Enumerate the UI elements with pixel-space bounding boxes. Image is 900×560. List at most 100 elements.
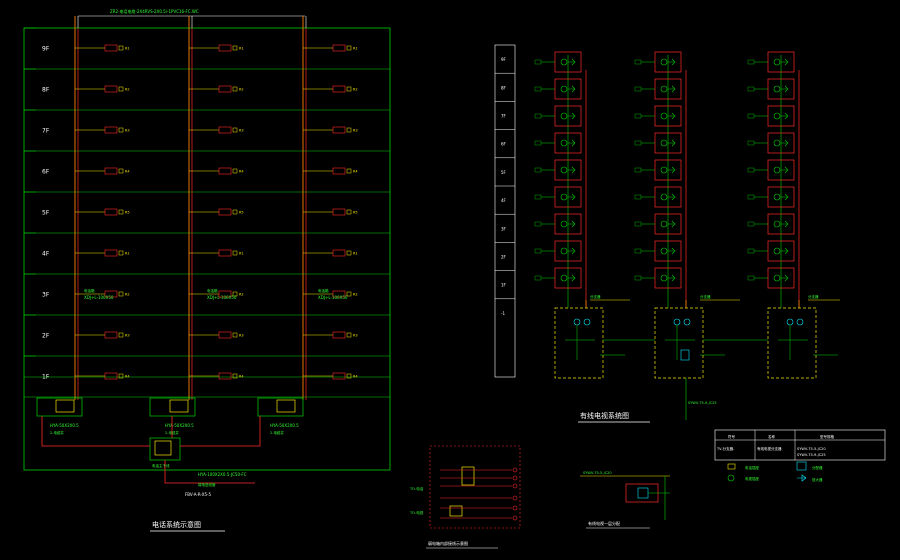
legend-cell-2: 有线电视分支器 bbox=[757, 446, 782, 451]
phone-outlet-icon bbox=[104, 249, 118, 257]
legend-cell-4: SYWV-75-9-JC25 bbox=[797, 453, 826, 457]
outlet-code: R3 bbox=[353, 334, 358, 338]
right-title: 有线电视系统图 bbox=[580, 411, 629, 420]
phone-outlet-icon bbox=[332, 249, 346, 257]
outlet-code: R4 bbox=[239, 375, 244, 379]
phone-outlet-icon bbox=[332, 85, 346, 93]
entry-label-2: HYA-100X2X0.5-JC50-FC bbox=[198, 472, 247, 477]
outlet-code: R3 bbox=[239, 334, 244, 338]
outlet-code: R2 bbox=[353, 293, 358, 297]
outlet-code: R4 bbox=[239, 170, 244, 174]
amplifier-icon bbox=[797, 474, 807, 482]
tv-outlet-icon bbox=[560, 139, 568, 147]
tv-outlet-icon bbox=[560, 166, 568, 174]
outlet-code: R5 bbox=[125, 211, 130, 215]
outlet-code: R1 bbox=[353, 47, 358, 51]
phone-outlet-icon bbox=[218, 372, 232, 380]
legend-item-4: 放大器 bbox=[812, 477, 823, 482]
box-label-top-1: 电话箱 bbox=[84, 288, 95, 293]
tv-outlet-icon bbox=[560, 85, 568, 93]
tv-outlet-icon bbox=[560, 247, 568, 255]
wiring-label-1: TO-电话 bbox=[409, 486, 424, 491]
outlet-code: R3 bbox=[353, 129, 358, 133]
phone-outlet-icon bbox=[104, 208, 118, 216]
phone-outlet-icon bbox=[332, 372, 346, 380]
tv-outlet-icon bbox=[660, 166, 668, 174]
outlet-code: R5 bbox=[353, 211, 358, 215]
tv-outlet-icon bbox=[773, 112, 781, 120]
tv-outlet-icon bbox=[560, 274, 568, 282]
amp-label-1: 分支器 bbox=[590, 294, 601, 299]
tv-outlet-icon bbox=[660, 247, 668, 255]
legend-cell-1: TV-分支器- bbox=[716, 446, 735, 451]
outlet-code: R3 bbox=[125, 129, 130, 133]
amp-label-3: 分支器 bbox=[808, 294, 819, 299]
floor-label-right: 4F bbox=[501, 198, 507, 203]
phone-outlet-icon bbox=[332, 44, 346, 52]
left-title: 电话系统示意图 bbox=[152, 520, 201, 529]
outer-frame bbox=[23, 27, 391, 471]
tv-outlet-icon bbox=[773, 139, 781, 147]
tv-outlet-icon bbox=[660, 85, 668, 93]
outlet-code: R4 bbox=[125, 170, 130, 174]
junction-boxes bbox=[36, 397, 304, 461]
floor-label-left: 6F bbox=[42, 169, 50, 176]
floor-label-left: 2F bbox=[42, 333, 50, 340]
outlet-code: R4 bbox=[125, 375, 130, 379]
phone-outlet-icon bbox=[104, 85, 118, 93]
floor-label-left: 5F bbox=[42, 210, 50, 217]
outlet-code: R5 bbox=[239, 211, 244, 215]
phone-outlet-icon bbox=[218, 249, 232, 257]
floor-label-right: 7F bbox=[501, 114, 507, 119]
floor-label-left: 3F bbox=[42, 292, 50, 299]
riser-lines bbox=[74, 16, 307, 400]
entry-label-4: FBV-A-R-X5-5 bbox=[185, 492, 211, 497]
telephone-system-diagram: ZR2-电话电缆-2X4RVS-2X0.5/-1PVC16-FC.WC 9F8F… bbox=[23, 8, 391, 532]
splitter-icon bbox=[683, 318, 691, 326]
legend-header-3: 型号规格 bbox=[820, 434, 834, 439]
tv-outlet-icon bbox=[560, 193, 568, 201]
tv-outlet-icon bbox=[660, 112, 668, 120]
inner-box-wiring-diagram: TO-电话 TO-电视 弱电箱内部接线示意图 bbox=[409, 445, 521, 549]
tv-outlet-icon bbox=[660, 220, 668, 228]
floor-column bbox=[494, 44, 516, 378]
splitter-icon bbox=[583, 318, 591, 326]
cable-label-3: HYA-50X2X0.5 bbox=[270, 423, 299, 428]
tv-outlet-icon bbox=[773, 166, 781, 174]
bottom-middle-title: 弱电箱内部接线示意图 bbox=[428, 540, 468, 546]
bottom-right-title: 有线电视一层分配 bbox=[588, 520, 620, 526]
phone-outlet-icon bbox=[104, 290, 118, 298]
phone-outlet-icon bbox=[218, 126, 232, 134]
entry-label-1: 电话主干线 bbox=[152, 463, 170, 468]
box-label-top-3: 电话箱 bbox=[318, 288, 329, 293]
tv-outlet-icon bbox=[660, 139, 668, 147]
amp-label-2: 分支器 bbox=[700, 294, 711, 299]
phone-outlet-icon bbox=[104, 167, 118, 175]
outlet-code: R1 bbox=[125, 47, 130, 51]
cable-label-2: HYA-50X2X0.5 bbox=[165, 423, 194, 428]
floor-label-right: 3F bbox=[501, 226, 507, 231]
box-label-2: XDJ+L-100X50 bbox=[207, 295, 237, 300]
phone-outlet-icon bbox=[104, 331, 118, 339]
header-note: ZR2-电话电缆-2X4RVS-2X0.5/-1PVC16-FC.WC bbox=[110, 8, 199, 14]
outlet-code: R2 bbox=[353, 88, 358, 92]
splitter-icon bbox=[673, 318, 681, 326]
trunk-note: SYWV-75-9-JC25 bbox=[688, 401, 717, 405]
outlet-code: R1 bbox=[239, 47, 244, 51]
splitter-icon bbox=[796, 318, 804, 326]
tv-outlet-icon bbox=[773, 247, 781, 255]
entry-label-3: 弱电进线管 bbox=[198, 482, 216, 487]
legend-item-2: 电视插座 bbox=[745, 476, 759, 481]
cable-sub-1: 2-电缆井 bbox=[50, 430, 64, 435]
tv-outlet-icon bbox=[773, 58, 781, 66]
legend-header-2: 名称 bbox=[768, 434, 776, 439]
tv-outlet-icon bbox=[727, 474, 735, 482]
outlet-code: R3 bbox=[125, 334, 130, 338]
phone-outlet-icon bbox=[218, 290, 232, 298]
floor-label-right: 1F bbox=[501, 283, 507, 288]
wiring-label-2: TO-电视 bbox=[409, 510, 424, 515]
first-floor-tv-diagram: SYWV-75-5-JC20 有线电视一层分配 bbox=[580, 471, 670, 529]
legend-item-1: 电话插座 bbox=[745, 465, 759, 470]
